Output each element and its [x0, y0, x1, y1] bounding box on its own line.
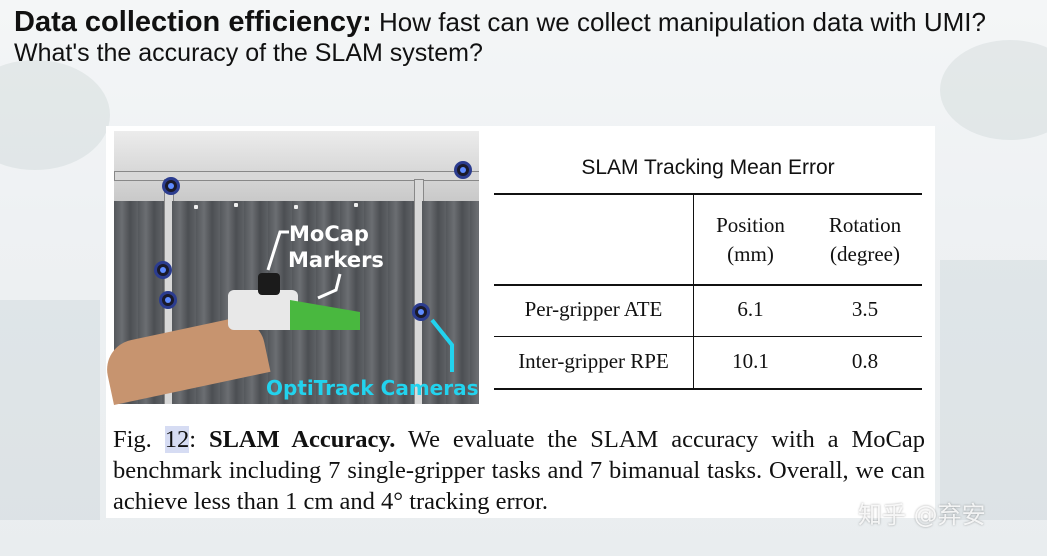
- mocap-pointer: [317, 273, 342, 300]
- heading-question-2: What's the accuracy of the SLAM system?: [14, 39, 483, 67]
- row-label: Inter-gripper RPE: [518, 349, 669, 373]
- table-title: SLAM Tracking Mean Error: [581, 156, 835, 179]
- table-bottom-rule: [494, 388, 922, 390]
- col-header-position-line1: Position: [716, 213, 785, 237]
- table-top-rule: [494, 193, 922, 195]
- col-header-position-line2: (mm): [727, 242, 774, 266]
- optitrack-camera: [162, 177, 180, 195]
- mocap-marker: [234, 203, 238, 207]
- gripper-camera: [258, 273, 280, 295]
- col-header-rotation-line2: (degree): [830, 242, 900, 266]
- cell-position: 10.1: [732, 349, 769, 373]
- optitrack-camera: [412, 303, 430, 321]
- mocap-pointer: [266, 230, 289, 271]
- table-column-divider: [693, 193, 694, 390]
- frame-bar: [114, 171, 479, 181]
- figure-caption: Fig. 12: SLAM Accuracy. We evaluate the …: [113, 424, 925, 517]
- background-building: [0, 300, 100, 520]
- heading-question-1: How fast can we collect manipulation dat…: [379, 7, 986, 37]
- mocap-markers-label: MoCap Markers: [174, 221, 384, 273]
- col-header-rotation-line1: Rotation: [828, 213, 902, 237]
- heading-line-1: Data collection efficiency: How fast can…: [14, 6, 1044, 38]
- cell-position: 6.1: [737, 297, 764, 321]
- heading-bold: Data collection efficiency:: [14, 6, 372, 38]
- mocap-label-line2: Markers: [288, 248, 384, 272]
- optitrack-pointer: [430, 318, 454, 372]
- mocap-marker: [194, 205, 198, 209]
- optitrack-camera: [154, 261, 172, 279]
- optitrack-camera: [454, 161, 472, 179]
- caption-title: SLAM Accuracy.: [208, 426, 396, 453]
- caption-fig-colon: :: [189, 426, 209, 453]
- table-row-rule: [494, 336, 922, 337]
- background-tree: [940, 40, 1047, 140]
- watermark: 知乎 @弃安: [858, 501, 986, 529]
- row-label: Per-gripper ATE: [524, 297, 663, 321]
- caption-fig-prefix: Fig.: [113, 426, 165, 453]
- slide-heading: Data collection efficiency: How fast can…: [14, 6, 1044, 68]
- col-header-position: Position (mm): [693, 211, 808, 269]
- table-header-rule: [494, 284, 922, 286]
- caption-body: We evaluate the SLAM accuracy with a MoC…: [113, 426, 925, 515]
- cell-rotation: 0.8: [851, 349, 879, 373]
- mocap-marker: [294, 205, 298, 209]
- mocap-marker: [354, 203, 358, 207]
- col-header-rotation: Rotation (degree): [808, 211, 922, 269]
- optitrack-cameras-label: OptiTrack Cameras: [266, 376, 479, 400]
- cell-rotation: 3.5: [851, 297, 879, 321]
- gripper-body: [228, 290, 298, 330]
- caption-fig-number: 12: [164, 426, 190, 453]
- mocap-label-line1: MoCap: [289, 222, 369, 246]
- optitrack-camera: [159, 291, 177, 309]
- background-building: [940, 260, 1047, 520]
